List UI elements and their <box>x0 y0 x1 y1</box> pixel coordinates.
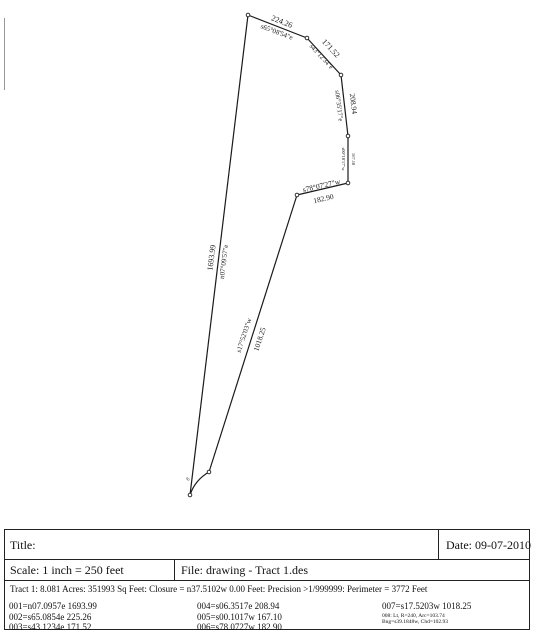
scale-row: Scale: 1 inch = 250 feet File: drawing -… <box>5 560 529 581</box>
course-005-distance: 167.10 <box>351 153 356 166</box>
course-001-line <box>189 14 249 496</box>
course-list-item: 007=s17.5203w 1018.25 <box>382 601 472 611</box>
course-004-line <box>340 74 349 137</box>
title-row: Title: Date: 09-07-2010 <box>5 530 531 560</box>
tract-summary: Tract 1: 8.081 Acres: 351993 Sq Feet: Cl… <box>10 584 428 594</box>
date-field: Date: 09-07-2010 <box>446 538 531 552</box>
scale-field: Scale: 1 inch = 250 feet <box>5 560 175 580</box>
corner-point <box>187 492 193 498</box>
course-list-item: 005=s00.1017w 167.10 <box>197 612 282 622</box>
course-006-bearing: s78°07'27"w <box>302 177 342 195</box>
file-field: File: drawing - Tract 1.des <box>181 563 308 577</box>
corner-point <box>294 192 300 198</box>
course-003-line <box>306 37 342 76</box>
course-008-label: 8 <box>186 477 192 483</box>
survey-plat-drawing: 1693.99 n07°09'57"e 224.26 s65°08'54"e 1… <box>186 12 359 498</box>
course-list-item: 002=s65.0854e 225.26 <box>9 612 92 622</box>
curve-data: 008: Lt, R=240, Arc=103.74 <box>382 613 445 619</box>
course-list-item: 001=n07.0957e 1693.99 <box>9 601 97 611</box>
curve-data: Bng=s39.1848w, Chd=102.93 <box>382 619 449 625</box>
course-list-item: 004=s06.3517e 208.94 <box>197 601 280 611</box>
course-004-bearing: s06°35'17"e <box>333 90 344 122</box>
course-005-bearing: s00°10'17"w <box>341 148 346 172</box>
course-002-line <box>247 14 308 39</box>
title-field: Title: <box>5 530 439 559</box>
corner-point <box>345 180 351 186</box>
course-001-distance: 1693.99 <box>205 244 217 271</box>
course-006-line <box>296 182 349 196</box>
title-block: Title: Date: 09-07-2010 Scale: 1 inch = … <box>4 529 531 632</box>
course-008-curve <box>189 471 210 496</box>
course-004-distance: 208.94 <box>348 93 359 115</box>
corner-point <box>345 133 351 139</box>
course-list-item: 003=s43.1234e 171.52 <box>9 622 92 632</box>
corner-point <box>206 469 212 475</box>
corner-point <box>245 12 251 18</box>
course-list-item: 006=s78.0727w 182.90 <box>197 622 282 632</box>
course-007-bearing: s17°52'03"w <box>235 316 254 353</box>
scan-edge-mark <box>4 18 5 90</box>
course-006-distance: 182.90 <box>312 192 334 205</box>
course-007-line <box>208 194 298 473</box>
corner-point <box>304 35 310 41</box>
corner-point <box>338 72 344 78</box>
